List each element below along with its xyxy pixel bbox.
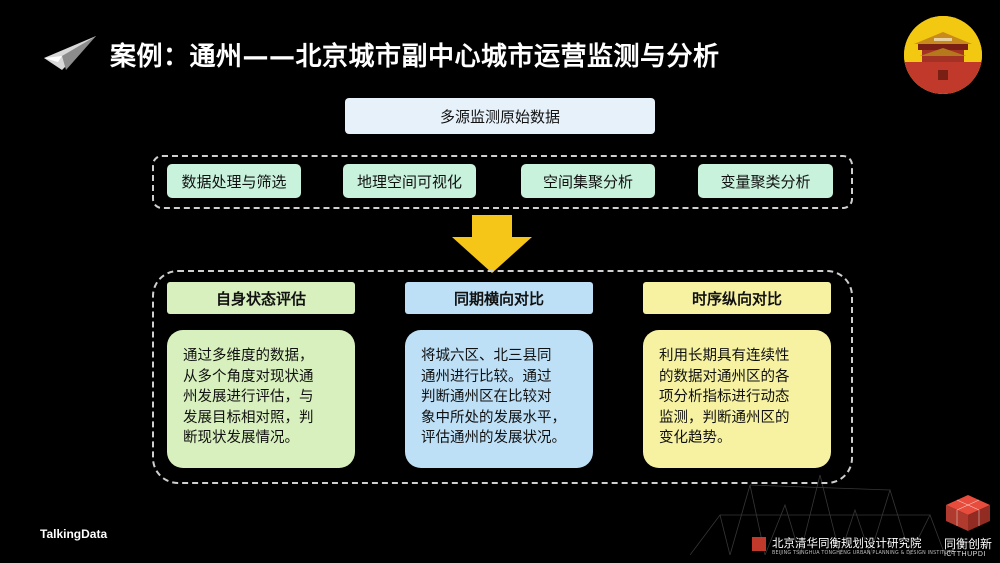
institute-name: 北京清华同衡规划设计研究院 [772,536,922,550]
down-arrow-icon [452,215,532,273]
institute-logo-icon [752,537,766,551]
heading-horizontal-comparison: 同期横向对比 [405,282,593,314]
body-line: 从多个角度对现状通 [183,368,314,385]
brand-name: 同衡创新 [944,537,993,551]
body-line: 项分析指标进行动态 [659,389,790,405]
process-item-data-filtering: 数据处理与筛选 [167,164,301,198]
body-line: 判断通州区在比较对 [421,389,552,405]
city-skyline-decoration [690,474,946,555]
body-line: 评估通州的发展状况。 [421,430,566,446]
process-item-variable-clustering: 变量聚类分析 [698,164,833,198]
body-horizontal-comparison: 将城六区、北三县同 通州进行比较。通过 判断通州区在比较对 象中所处的发展水平，… [405,330,593,468]
tiananmen-badge-icon [904,16,982,94]
heading-self-assessment: 自身状态评估 [167,282,355,314]
body-self-assessment: 通过多维度的数据， 从多个角度对现状通 州发展进行评估，与 发展目标相对照，判 … [167,330,355,468]
body-line: 州发展进行评估，与 [183,389,314,405]
process-item-spatial-clustering: 空间集聚分析 [521,164,655,198]
page-title: 案例：通州——北京城市副中心城市运营监测与分析 [110,42,720,72]
process-item-geo-visualization: 地理空间可视化 [343,164,476,198]
evaluation-group [152,270,853,484]
body-line: 断现状发展情况。 [183,430,299,446]
body-line: 将城六区、北三县同 [421,348,552,364]
talkingdata-logo: TalkingData [40,527,108,541]
body-line: 的数据对通州区的各 [659,368,790,385]
institute-english-name: BEIJING TSINGHUA TONGHENG URBAN PLANNING… [772,551,955,556]
body-line: 通州进行比较。通过 [421,368,552,385]
brand-english-name: ICTTHUPDI [944,551,986,558]
processing-group [152,155,853,209]
heading-time-series-comparison: 时序纵向对比 [643,282,831,314]
body-line: 通过多维度的数据， [183,348,314,364]
paper-plane-icon [44,36,96,70]
body-time-series-comparison: 利用长期具有连续性 的数据对通州区的各 项分析指标进行动态 监测，判断通州区的 … [643,330,831,468]
body-line: 变化趋势。 [659,430,732,446]
source-data-box: 多源监测原始数据 [345,98,655,134]
body-line: 发展目标相对照，判 [183,409,314,426]
body-line: 象中所处的发展水平， [421,409,566,426]
body-line: 监测，判断通州区的 [659,409,790,426]
brand-cube-icon [946,495,990,531]
body-line: 利用长期具有连续性 [659,348,790,364]
